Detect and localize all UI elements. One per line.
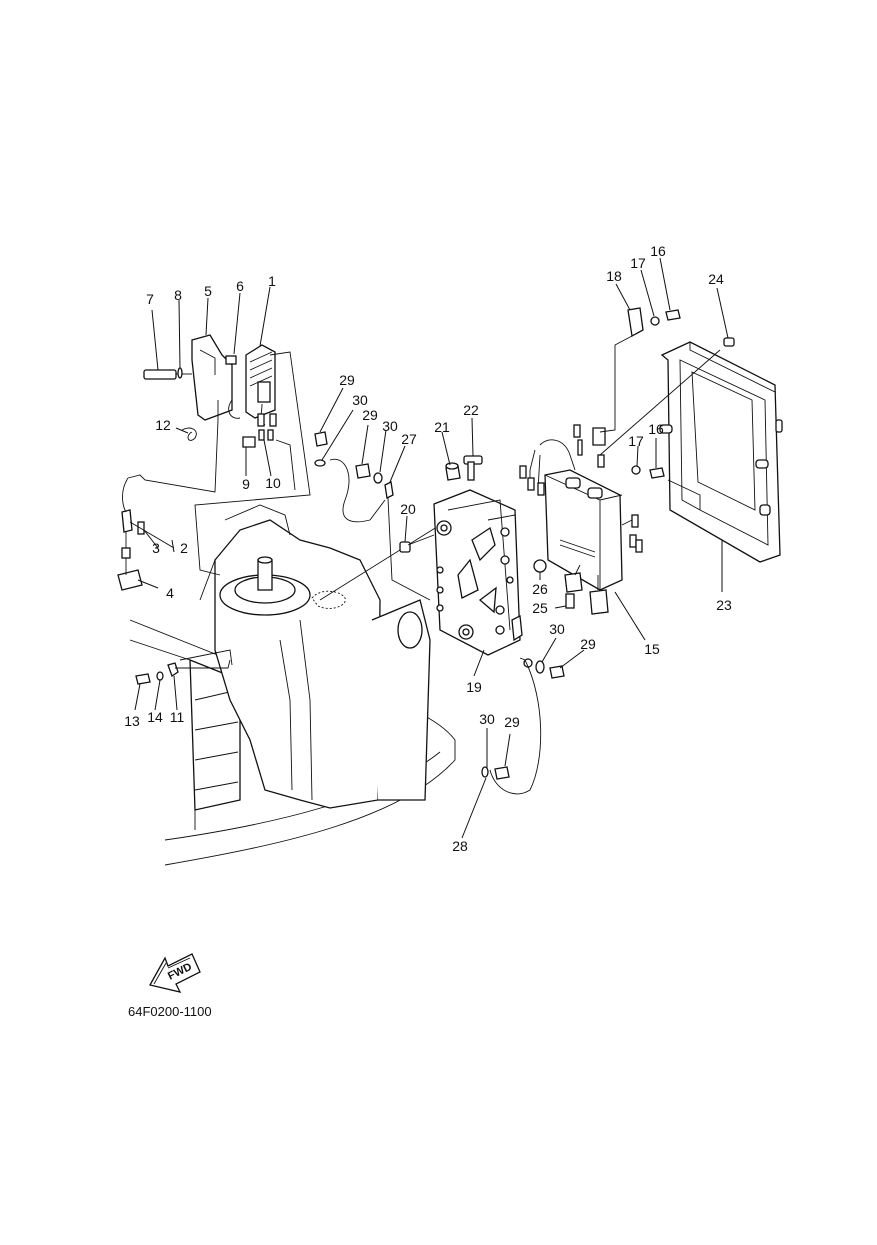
electrical-cover — [599, 337, 783, 563]
callout-16-repeat: 16 — [648, 421, 664, 437]
callout-2: 2 — [180, 540, 188, 556]
diagram-code: 64F0200-1100 — [128, 1004, 212, 1019]
callout-27: 27 — [401, 431, 417, 447]
callout-30-repeat-c: 30 — [479, 711, 495, 727]
callout-28: 28 — [452, 838, 468, 854]
callout-20: 20 — [400, 501, 416, 517]
callout-24: 24 — [708, 271, 724, 287]
callout-14: 14 — [147, 709, 163, 725]
powerhead-drawing — [129, 504, 456, 866]
callout-1: 1 — [268, 273, 276, 289]
callout-13: 13 — [124, 713, 140, 729]
hardware-group — [314, 431, 565, 795]
callout-21: 21 — [434, 419, 450, 435]
callout-12: 12 — [155, 417, 171, 433]
callout-22: 22 — [463, 402, 479, 418]
callout-10: 10 — [265, 475, 281, 491]
callout-29-repeat-b: 29 — [580, 636, 596, 652]
callout-16: 16 — [650, 243, 666, 259]
callout-19: 19 — [466, 679, 482, 695]
callout-15: 15 — [644, 641, 660, 657]
callout-29: 29 — [339, 372, 355, 388]
callout-3: 3 — [152, 540, 160, 556]
callout-5: 5 — [204, 283, 212, 299]
callout-7: 7 — [146, 291, 154, 307]
callout-4: 4 — [166, 585, 174, 601]
callout-29-repeat-c: 29 — [504, 714, 520, 730]
callout-6: 6 — [236, 278, 244, 294]
callout-30-repeat-a: 30 — [382, 418, 398, 434]
callout-23: 23 — [716, 597, 732, 613]
cdi-unit — [519, 307, 681, 615]
leader-lines — [129, 257, 729, 839]
callout-18: 18 — [606, 268, 622, 284]
callout-8: 8 — [174, 287, 182, 303]
ground-lead-group — [135, 649, 233, 685]
callout-30-repeat-b: 30 — [549, 621, 565, 637]
callout-9: 9 — [242, 476, 250, 492]
callout-25: 25 — [532, 600, 548, 616]
callout-17-repeat: 17 — [628, 433, 644, 449]
callout-30: 30 — [352, 392, 368, 408]
callout-labels: 1 2 3 4 5 6 7 8 9 10 11 12 13 14 15 16 1… — [124, 243, 732, 854]
callout-26: 26 — [532, 581, 548, 597]
callout-11: 11 — [170, 709, 185, 725]
callout-29-repeat-a: 29 — [362, 407, 378, 423]
callout-17: 17 — [630, 255, 646, 271]
rectifier-group — [117, 334, 311, 591]
fwd-arrow: FWD — [149, 953, 201, 993]
